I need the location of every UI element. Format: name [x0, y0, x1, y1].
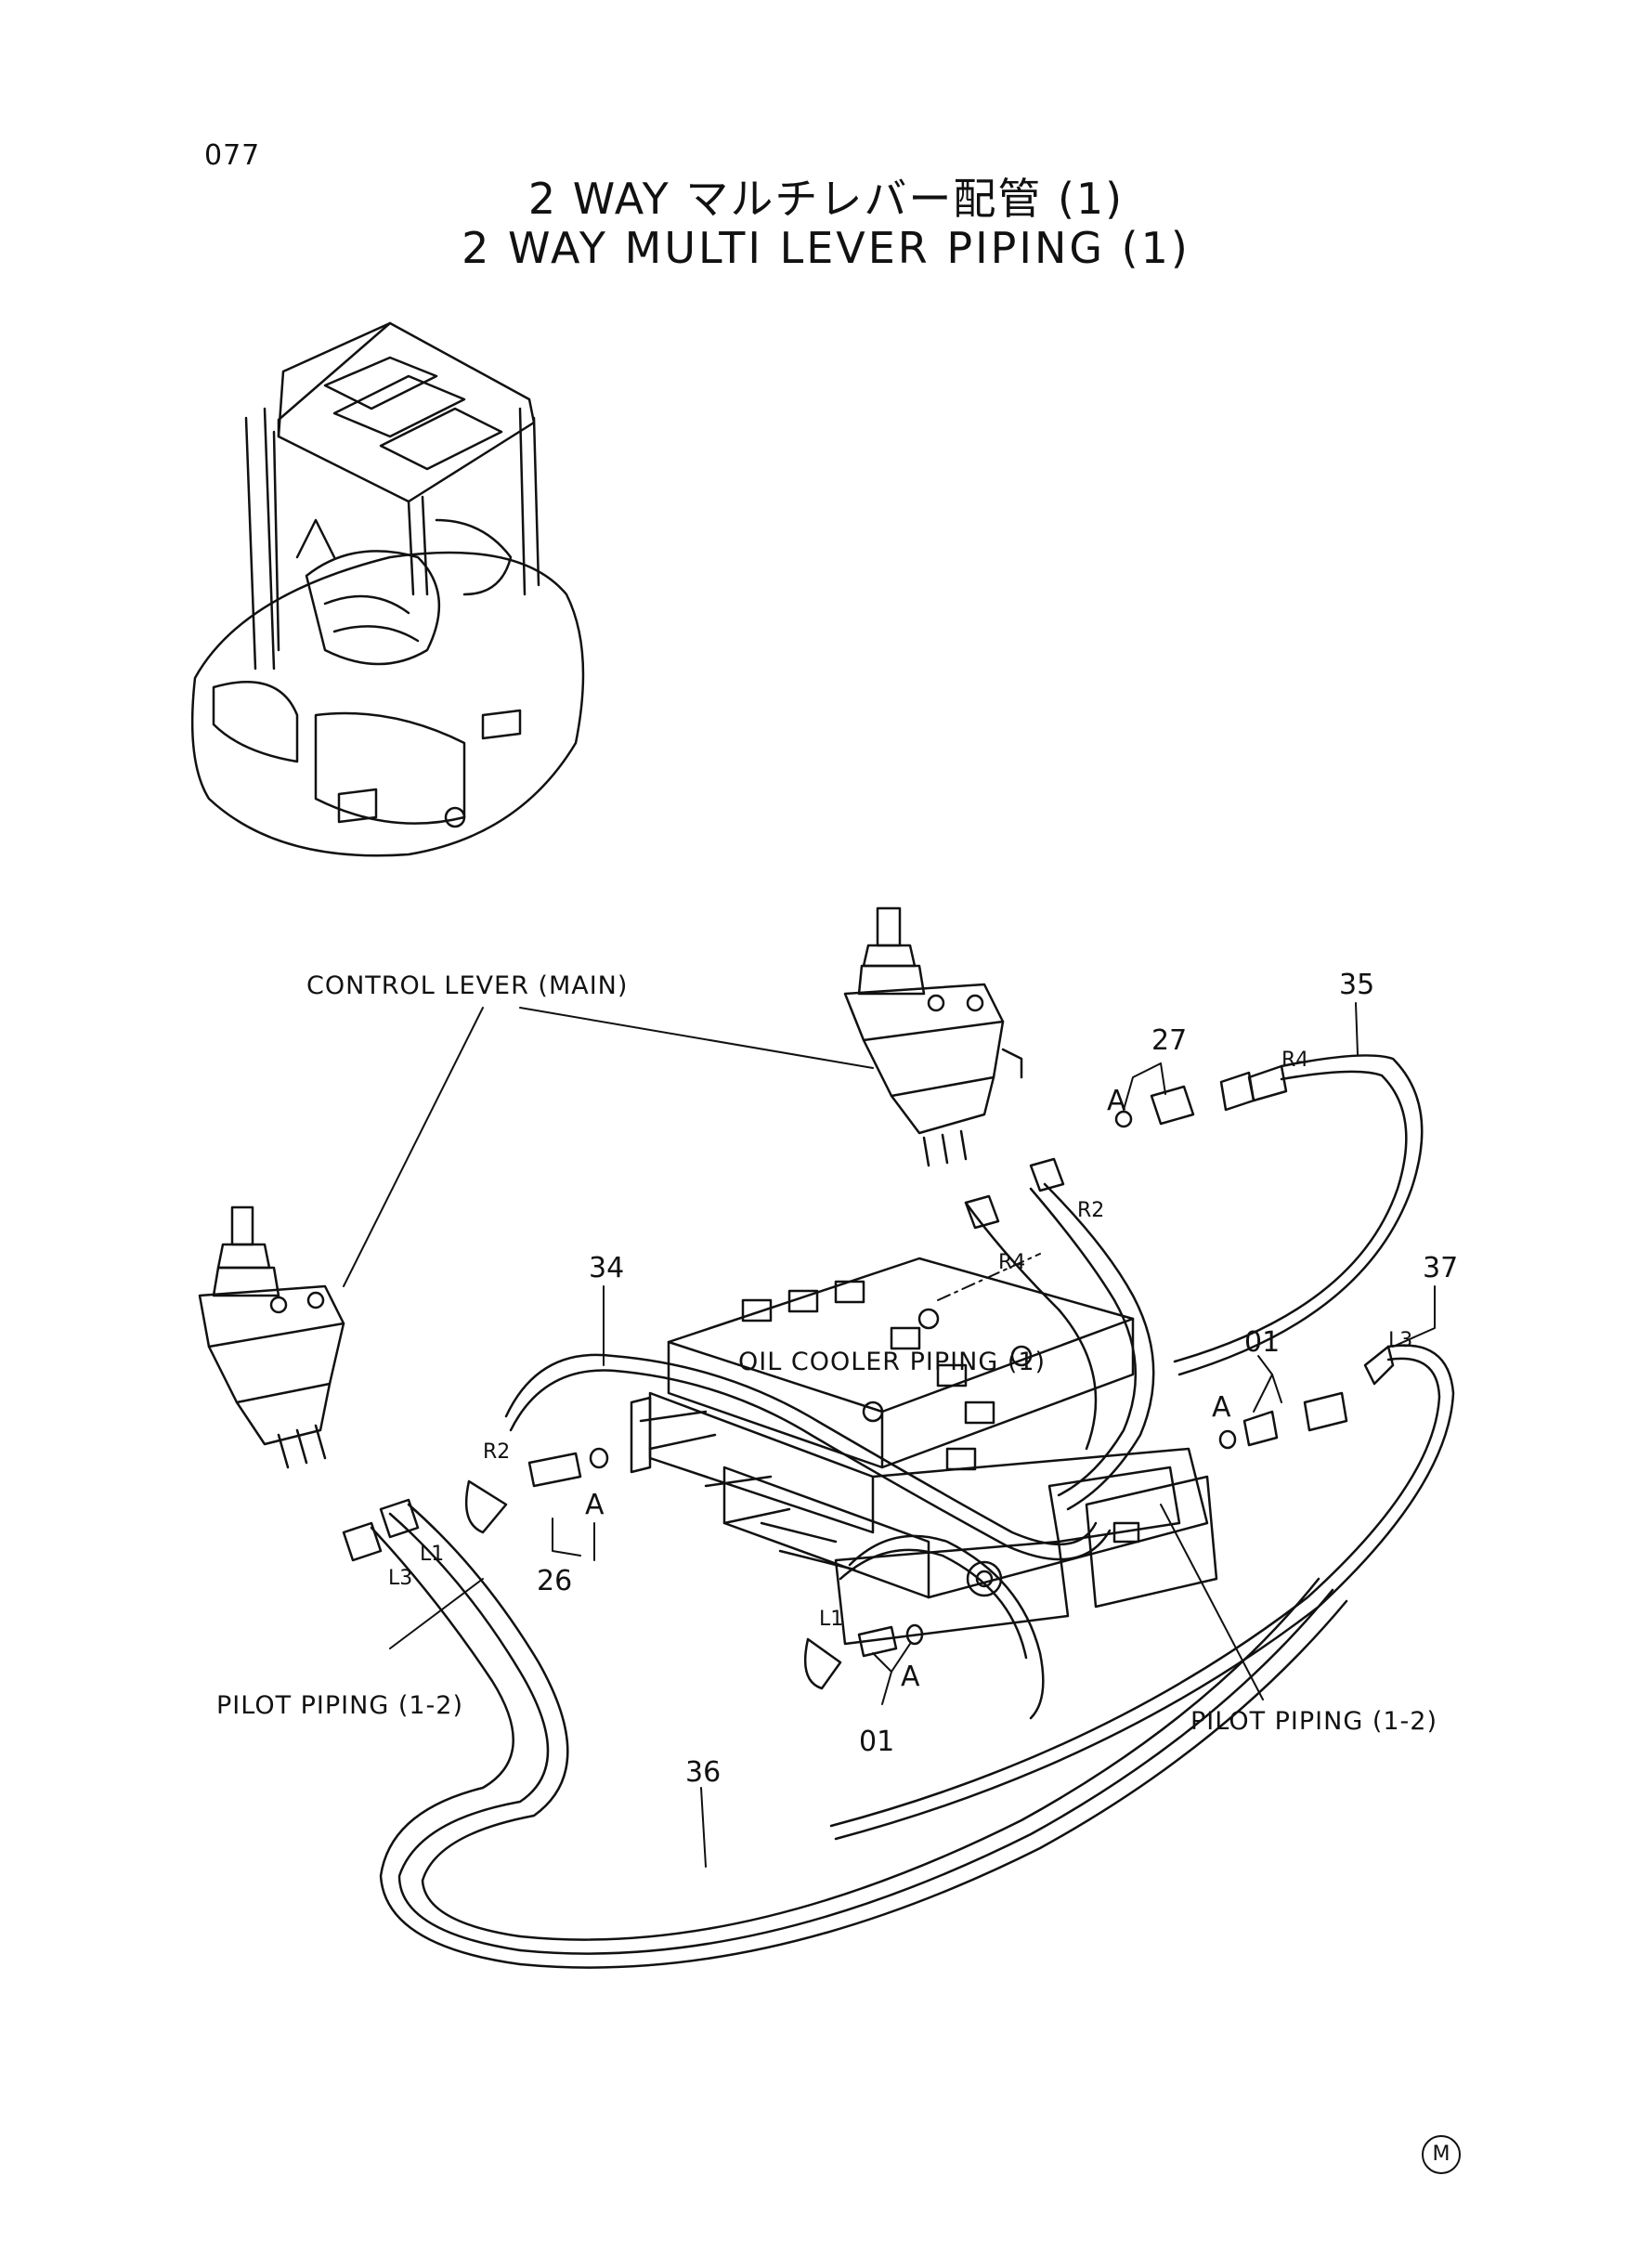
port-l1-lower: L1: [819, 1608, 843, 1631]
detail-mark-a-top: A: [1107, 1085, 1126, 1117]
callout-01-lower: 01: [859, 1726, 894, 1758]
callout-01-right: 01: [1244, 1326, 1280, 1359]
control-lever-main-right: [843, 906, 1023, 1167]
title-japanese: 2 WAY マルチレバー配管 (1): [527, 174, 1125, 224]
control-valve: [630, 1257, 1218, 1646]
port-l3-right: L3: [1388, 1329, 1412, 1352]
callout-26: 26: [537, 1565, 572, 1597]
port-r2-right: R2: [1077, 1199, 1104, 1222]
detail-mark-a-left: A: [585, 1489, 605, 1521]
callout-35: 35: [1339, 969, 1374, 1001]
fittings: [342, 1064, 1395, 1690]
port-r4-top: R4: [1281, 1049, 1308, 1072]
leader-lines: [343, 1002, 1436, 1868]
label-control-lever-main: CONTROL LEVER (MAIN): [306, 971, 628, 1000]
control-lever-main-left: [198, 1205, 345, 1469]
callout-27: 27: [1151, 1024, 1187, 1057]
callout-36: 36: [685, 1756, 721, 1789]
registered-mark: M: [1422, 2135, 1461, 2174]
port-r4-right: R4: [998, 1251, 1025, 1274]
callout-37: 37: [1423, 1252, 1458, 1284]
port-l3-left: L3: [388, 1567, 412, 1590]
title-english: 2 WAY MULTI LEVER PIPING (1): [462, 223, 1190, 273]
port-l1-left: L1: [420, 1543, 444, 1566]
page-number: 077: [204, 139, 261, 172]
detail-mark-a-right: A: [1212, 1391, 1231, 1424]
callout-34: 34: [589, 1252, 624, 1284]
detail-mark-a-lower: A: [901, 1661, 920, 1693]
label-pilot-piping-right: PILOT PIPING (1-2): [1190, 1707, 1437, 1736]
excavator-overview: [190, 321, 585, 857]
label-oil-cooler-piping: OIL COOLER PIPING (1): [738, 1348, 1046, 1376]
hoses: [370, 1054, 1455, 1969]
label-pilot-piping-left: PILOT PIPING (1-2): [216, 1691, 463, 1720]
port-r2-left: R2: [483, 1440, 510, 1464]
